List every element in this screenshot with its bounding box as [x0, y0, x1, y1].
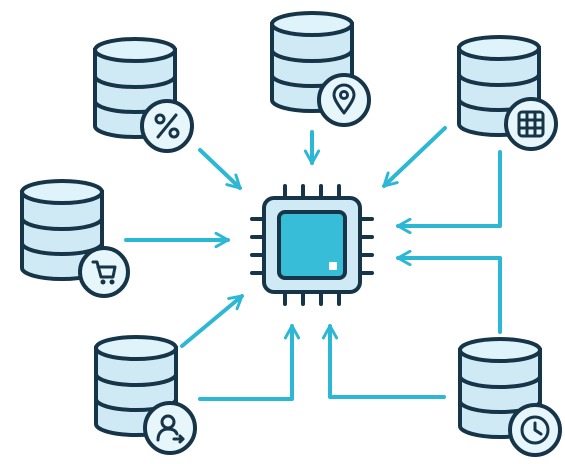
calendar-grid-icon — [504, 97, 558, 151]
database-top-right — [457, 35, 558, 151]
location-pin-icon — [317, 73, 371, 127]
arrow-from-bottom-right-bend — [330, 324, 446, 399]
arrow-from-bottom-left-bend — [198, 324, 292, 401]
processor-chip-icon — [250, 184, 374, 306]
shopping-cart-icon — [78, 246, 130, 298]
arrow-from-top-right-bend — [396, 150, 502, 226]
database-middle-left — [20, 179, 130, 298]
arrow-from-bottom-right-upper — [396, 258, 502, 334]
clock-icon — [508, 403, 562, 457]
database-top-left — [93, 37, 194, 153]
database-bottom-left — [94, 335, 197, 455]
arrow-from-bottom-left-diagonal — [180, 294, 244, 348]
database-top-center — [270, 11, 371, 127]
user-transfer-icon — [143, 401, 197, 455]
connector-arrows — [124, 126, 502, 401]
percent-icon — [140, 99, 194, 153]
arrow-from-top-right — [382, 126, 447, 188]
arrow-from-top-left — [198, 148, 242, 190]
database-bottom-right — [458, 337, 562, 457]
